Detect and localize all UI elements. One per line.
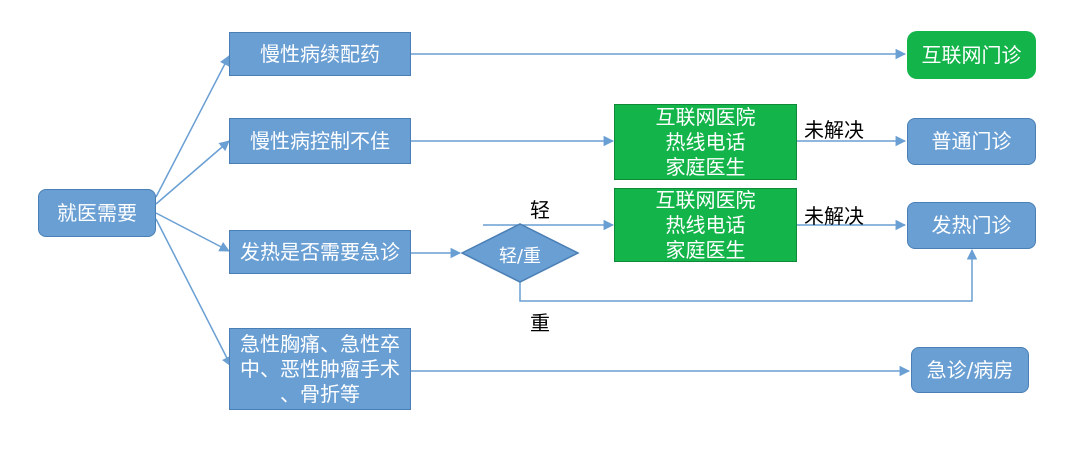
acute-line-1: 急性胸痛、急性卒 [240,331,400,356]
chronic-poor-node: 慢性病控制不佳 [229,118,411,164]
mild-label: 轻 [530,198,550,222]
acute-line-2: 中、恶性肿瘤手术 [240,356,400,381]
acute-node: 急性胸痛、急性卒 中、恶性肿瘤手术 、骨折等 [229,328,411,410]
hotline1-line-2: 热线电话 [665,129,746,154]
unresolved-label-2: 未解决 [804,204,864,228]
decision-label: 轻/重 [498,246,542,267]
chronic-refill-node: 慢性病续配药 [229,32,411,76]
arrow-start-to-acute [155,218,232,367]
hotline2-line-1: 互联网医院 [655,187,756,212]
hotline2-line-3: 家庭医生 [665,237,746,262]
hotline-node-2: 互联网医院 热线电话 家庭医生 [614,188,797,262]
hotline2-line-2: 热线电话 [665,212,746,237]
acute-line-3: 、骨折等 [280,381,360,406]
arrow-start-to-refill [155,55,230,198]
internet-clinic-node: 互联网门诊 [907,31,1036,79]
hotline-node-1: 互联网医院 热线电话 家庭医生 [614,104,797,180]
severe-label: 重 [530,311,550,335]
hotline1-line-3: 家庭医生 [665,154,746,179]
arrow-severe-to-fever-clinic [519,248,978,302]
general-clinic-node: 普通门诊 [907,118,1036,165]
fever-clinic-node: 发热门诊 [907,202,1036,249]
unresolved-label-1: 未解决 [804,118,864,142]
start-node: 就医需要 [38,189,156,237]
fever-emergency-node: 发热是否需要急诊 [229,230,411,274]
hotline1-line-1: 互联网医院 [655,104,756,129]
emergency-ward-node: 急诊/病房 [911,347,1029,393]
decision-diamond [460,223,580,283]
arrow-start-to-poor [155,140,230,205]
arrow-start-to-fever [155,212,230,252]
